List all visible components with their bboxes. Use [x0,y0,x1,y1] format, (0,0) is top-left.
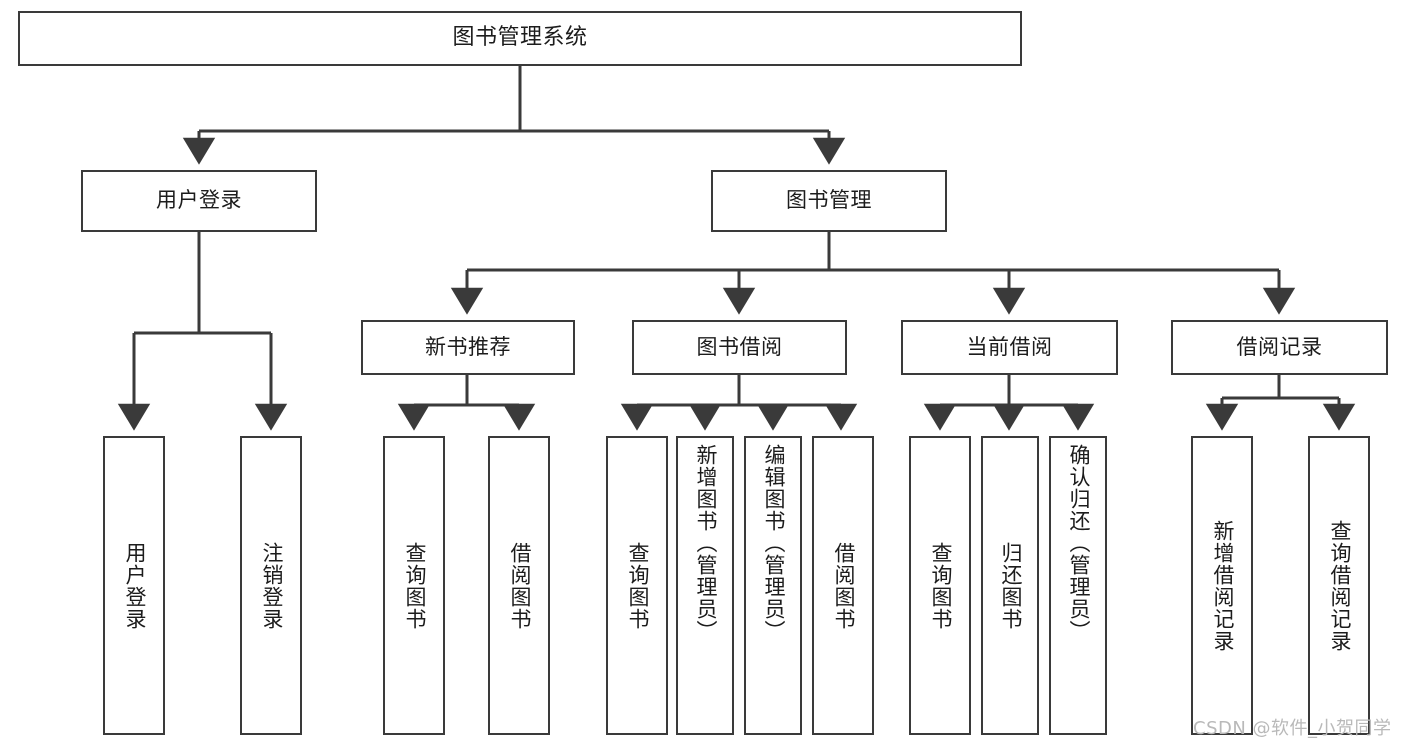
node-user-login[interactable]: 用户登录 [81,170,317,232]
node-label: 编辑图书（管理员） [761,444,786,642]
leaf-borrow-book-recommend[interactable]: 借阅图书 [488,436,550,735]
node-label: 新书推荐 [425,334,511,359]
leaf-query-book-borrow[interactable]: 查询图书 [606,436,668,735]
node-new-book-recommendation[interactable]: 新书推荐 [361,320,575,375]
node-label: 新增图书（管理员） [693,444,718,642]
node-label: 当前借阅 [966,334,1053,359]
node-label: 查询图书 [402,541,427,630]
node-label: 确认归还（管理员） [1066,444,1091,642]
node-label: 用户登录 [122,541,147,630]
node-label: 借阅图书 [507,541,532,630]
node-label: 借阅图书 [831,541,856,630]
node-current-borrowing[interactable]: 当前借阅 [901,320,1118,375]
node-label: 图书借阅 [696,334,783,359]
node-label: 用户登录 [156,188,242,213]
node-label: 归还图书 [998,541,1023,630]
leaf-add-borrow-record[interactable]: 新增借阅记录 [1191,436,1253,735]
node-label: 注销登录 [259,541,284,630]
leaf-confirm-return-admin[interactable]: 确认归还（管理员） [1049,436,1107,735]
node-book-management[interactable]: 图书管理 [711,170,947,232]
node-root-book-management-system[interactable]: 图书管理系统 [18,11,1022,66]
leaf-edit-book-admin[interactable]: 编辑图书（管理员） [744,436,802,735]
leaf-user-login[interactable]: 用户登录 [103,436,165,735]
leaf-logout[interactable]: 注销登录 [240,436,302,735]
leaf-borrow-book[interactable]: 借阅图书 [812,436,874,735]
node-label: 查询图书 [625,541,650,630]
leaf-query-borrow-record[interactable]: 查询借阅记录 [1308,436,1370,735]
node-book-borrowing[interactable]: 图书借阅 [632,320,847,375]
leaf-return-book[interactable]: 归还图书 [981,436,1039,735]
leaf-query-book-recommend[interactable]: 查询图书 [383,436,445,735]
node-label: 图书管理系统 [452,25,588,51]
csdn-watermark: CSDN @软件_小贺同学 [1193,718,1392,739]
node-label: 查询借阅记录 [1327,519,1352,652]
leaf-query-book-current[interactable]: 查询图书 [909,436,971,735]
node-label: 查询图书 [928,541,953,630]
node-label: 借阅记录 [1236,334,1323,359]
node-label: 图书管理 [786,188,872,213]
leaf-add-book-admin[interactable]: 新增图书（管理员） [676,436,734,735]
node-borrowing-record[interactable]: 借阅记录 [1171,320,1388,375]
node-label: 新增借阅记录 [1210,519,1235,652]
